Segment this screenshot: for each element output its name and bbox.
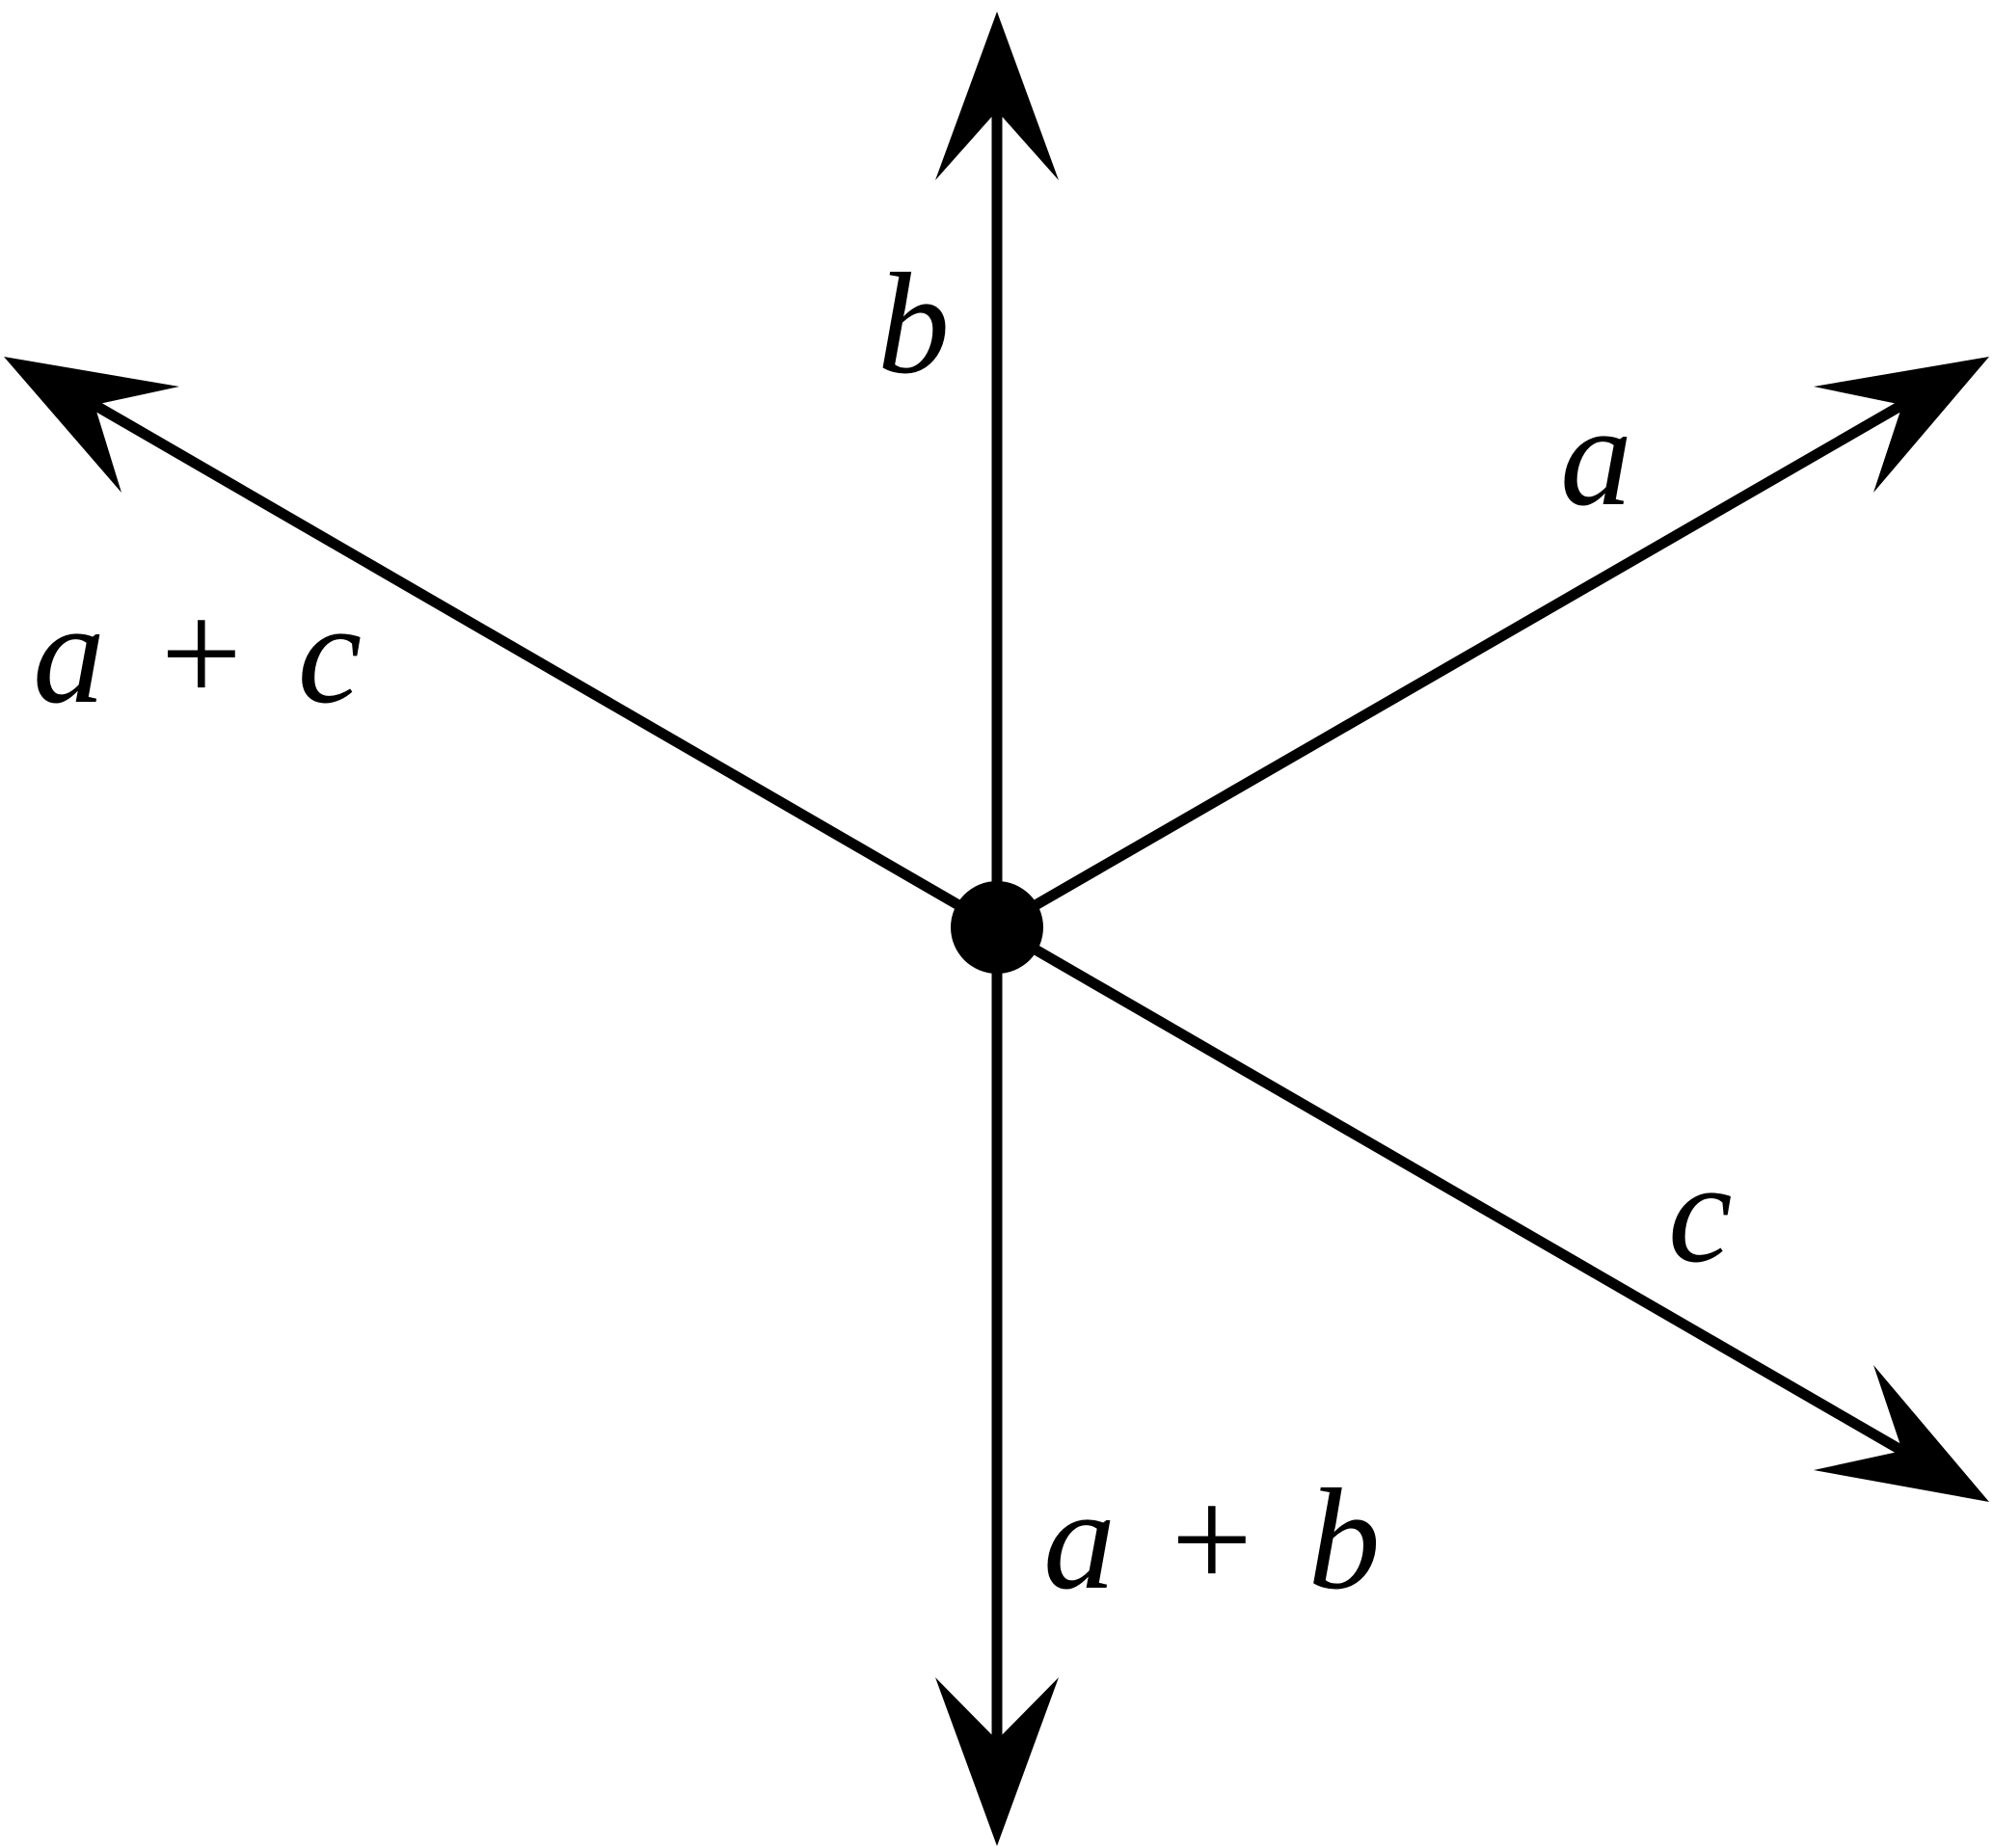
label-a-plus-b-term-a: a — [1043, 1460, 1116, 1620]
origin-point — [951, 881, 1043, 974]
label-a-plus-c-term-c: c — [298, 574, 363, 734]
label-a-plus-c-plus: + — [161, 574, 243, 734]
vector-a-plus-c-line — [92, 400, 1000, 932]
vector-a-line — [994, 400, 1905, 932]
vector-a-plus-c-arrowhead — [4, 357, 179, 493]
vector-c-arrowhead — [1814, 1365, 1989, 1502]
vector-a-arrowhead — [1814, 357, 1989, 493]
label-a-plus-c-term-a: a — [33, 574, 105, 734]
label-a: a — [1560, 376, 1632, 536]
vector-b-arrowhead — [935, 12, 1059, 180]
vector-c-line — [994, 923, 1905, 1456]
label-a-plus-c: a + c — [33, 574, 362, 734]
label-a-plus-b: a + b — [1043, 1460, 1381, 1620]
label-c: c — [1668, 1133, 1733, 1293]
vector-a-plus-b-arrowhead — [935, 1677, 1059, 1846]
label-a-plus-b-plus: + — [1172, 1460, 1253, 1620]
label-a-plus-b-term-b: b — [1308, 1460, 1381, 1620]
label-b: b — [877, 244, 950, 404]
